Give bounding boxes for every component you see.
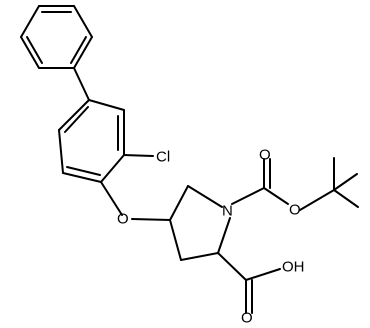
phenyl-ring bbox=[20, 5, 93, 69]
boc-ester-oxygen-label: O bbox=[289, 202, 301, 219]
pyrrolidine-ring bbox=[169, 185, 231, 261]
chlorophenyl-ring bbox=[58, 99, 125, 183]
chlorine-label: Cl bbox=[156, 149, 170, 166]
acid-carbonyl-oxygen-label: O bbox=[241, 310, 253, 327]
ether-oxygen-label: O bbox=[117, 211, 129, 228]
carboxylic-acid-group bbox=[217, 252, 281, 314]
boc-carbonyl-oxygen-label: O bbox=[259, 147, 271, 164]
ring-nitrogen-label: N bbox=[222, 203, 233, 220]
acid-hydroxyl-label: OH bbox=[282, 259, 305, 276]
aryl-oxygen-bond bbox=[100, 181, 123, 216]
oxygen-pyrrolidine-bond bbox=[131, 218, 171, 221]
biaryl-bond bbox=[73, 67, 90, 101]
boc-group bbox=[231, 157, 359, 211]
carbon-chlorine-bond bbox=[123, 154, 154, 157]
